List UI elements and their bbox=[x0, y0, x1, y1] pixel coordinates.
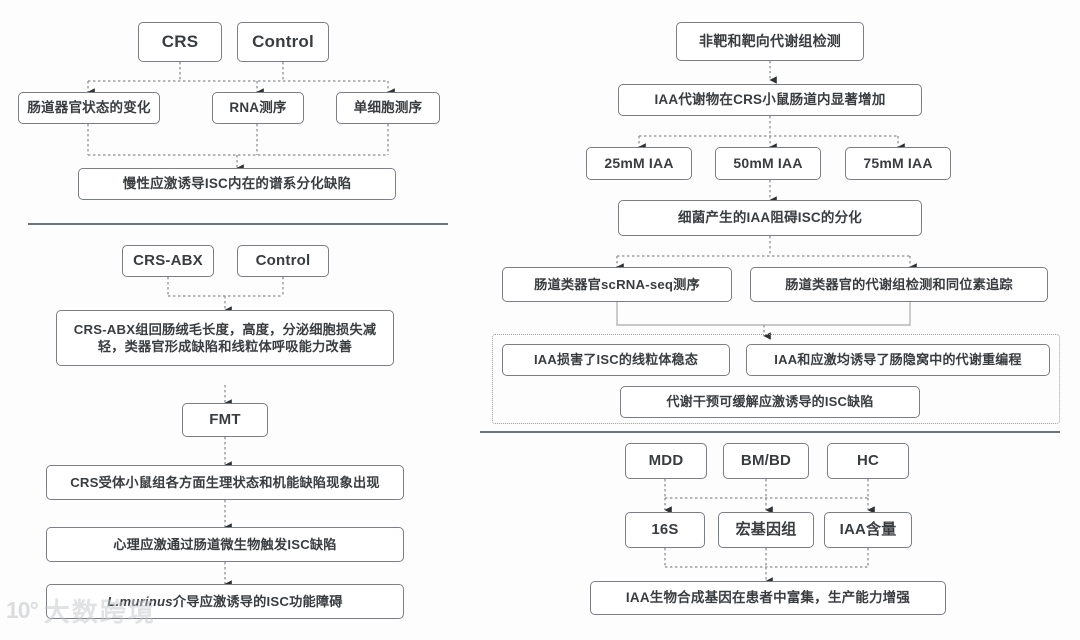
box-organoid-metabolome-isotope[interactable]: 肠道类器官的代谢组检测和同位素追踪 bbox=[750, 267, 1048, 302]
lmurinus-statement-rest: 介导应激诱导的ISC功能障碍 bbox=[172, 593, 343, 609]
box-cohort-bm-bd[interactable]: BM/BD bbox=[723, 443, 809, 479]
box-crypt-metabolic-reprogramming[interactable]: IAA和应激均诱导了肠隐窝中的代谢重编程 bbox=[746, 344, 1050, 376]
lmurinus-species-name: L.murinus bbox=[107, 593, 173, 609]
box-organoid-scrna-seq[interactable]: 肠道类器官scRNA-seq测序 bbox=[502, 267, 732, 302]
left-panel-divider bbox=[28, 223, 448, 225]
box-iaa-increase-in-crs[interactable]: IAA代谢物在CRS小鼠肠道内显著增加 bbox=[618, 84, 922, 116]
box-microbiota-triggers-isc[interactable]: 心理应激通过肠道微生物触发ISC缺陷 bbox=[46, 527, 404, 562]
box-recipient-phenotype[interactable]: CRS受体小鼠组各方面生理状态和机能缺陷现象出现 bbox=[46, 465, 404, 500]
box-iaa-blocks-isc-differentiation[interactable]: 细菌产生的IAA阻碍ISC的分化 bbox=[618, 200, 922, 236]
box-cohort-mdd[interactable]: MDD bbox=[625, 443, 707, 479]
box-cohort-hc[interactable]: HC bbox=[827, 443, 909, 479]
box-iaa-biosynthesis-conclusion[interactable]: IAA生物合成基因在患者中富集，生产能力增强 bbox=[590, 581, 946, 615]
box-fmt[interactable]: FMT bbox=[182, 403, 268, 437]
box-iaa-50mm[interactable]: 50mM IAA bbox=[715, 147, 821, 180]
box-gut-organ-state[interactable]: 肠道器官状态的变化 bbox=[18, 92, 160, 124]
box-metabolome-detection[interactable]: 非靶和靶向代谢组检测 bbox=[676, 22, 864, 61]
box-assay-metagenome[interactable]: 宏基因组 bbox=[718, 512, 814, 548]
box-crs-abx[interactable]: CRS-ABX bbox=[122, 245, 214, 277]
box-single-cell-seq[interactable]: 单细胞测序 bbox=[336, 92, 440, 124]
box-rna-seq[interactable]: RNA测序 bbox=[212, 92, 304, 124]
box-iaa-damages-mitochondria[interactable]: IAA损害了ISC的线粒体稳态 bbox=[502, 344, 730, 376]
box-control-bottom[interactable]: Control bbox=[237, 245, 329, 277]
metabolic-conclusions-group bbox=[492, 334, 1060, 424]
box-abx-phenotype-result[interactable]: CRS-ABX组回肠绒毛长度，高度，分泌细胞损失减轻，类器官形成缺陷和线粒体呼吸… bbox=[56, 310, 394, 366]
box-control-top[interactable]: Control bbox=[237, 22, 329, 62]
box-lineage-defect-conclusion[interactable]: 慢性应激诱导ISC内在的谱系分化缺陷 bbox=[78, 168, 396, 200]
right-panel-divider bbox=[480, 431, 1060, 433]
box-assay-iaa-level[interactable]: IAA含量 bbox=[824, 512, 912, 548]
box-crs[interactable]: CRS bbox=[138, 22, 222, 62]
box-assay-16s[interactable]: 16S bbox=[625, 512, 705, 548]
box-metabolic-intervention-rescue[interactable]: 代谢干预可缓解应激诱导的ISC缺陷 bbox=[620, 386, 920, 418]
box-iaa-25mm[interactable]: 25mM IAA bbox=[586, 147, 692, 180]
box-iaa-75mm[interactable]: 75mM IAA bbox=[845, 147, 951, 180]
